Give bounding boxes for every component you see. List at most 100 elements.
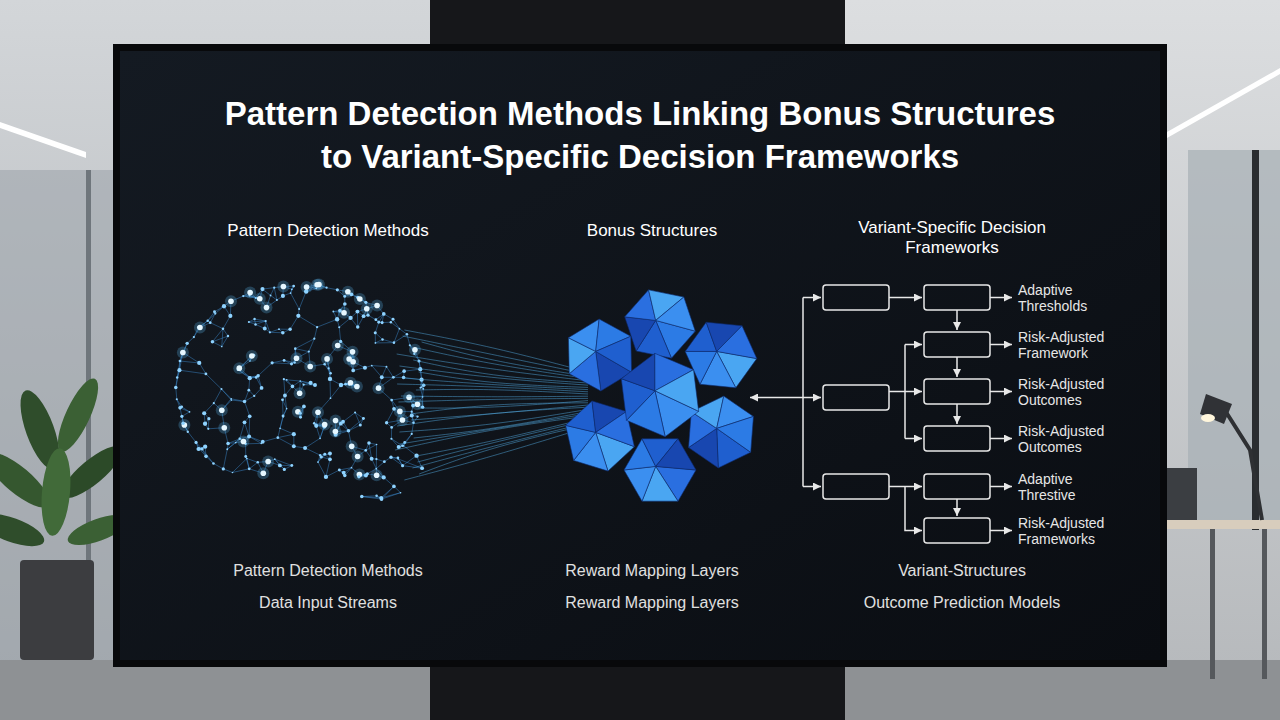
network-node <box>271 361 274 364</box>
network-link <box>327 288 338 290</box>
network-node <box>315 288 317 290</box>
polyhedron-facet <box>621 353 655 390</box>
network-node <box>374 318 377 321</box>
network-node <box>221 425 227 431</box>
network-link <box>369 443 372 459</box>
network-node <box>357 296 363 302</box>
network-node <box>200 447 203 450</box>
network-node <box>343 302 347 306</box>
brain-network <box>174 278 425 500</box>
network-node <box>413 353 415 355</box>
network-link <box>287 380 301 381</box>
network-link <box>282 400 284 416</box>
network-link <box>278 428 280 437</box>
column-heading: Pattern Detection Methods <box>198 221 458 241</box>
network-link <box>318 454 325 462</box>
network-node <box>328 451 332 455</box>
network-node <box>247 389 250 392</box>
network-node <box>341 310 347 316</box>
network-node <box>207 417 210 420</box>
network-node <box>247 290 253 296</box>
network-node <box>370 457 374 461</box>
flow-arrow <box>990 391 1012 393</box>
flow-arrow <box>889 391 922 393</box>
network-node <box>283 468 286 471</box>
network-link <box>272 363 291 364</box>
network-node <box>179 360 182 363</box>
network-node <box>196 447 200 451</box>
network-node <box>193 336 195 338</box>
network-node <box>401 464 404 467</box>
flow-arrow <box>905 344 922 346</box>
network-node <box>282 415 285 418</box>
network-node <box>298 308 300 310</box>
network-link <box>290 316 298 329</box>
network-link <box>223 316 230 329</box>
network-link <box>295 349 309 352</box>
node-glow <box>301 281 313 293</box>
network-node <box>385 421 388 424</box>
polyhedron-facet <box>717 326 757 359</box>
plant <box>50 374 106 457</box>
network-node <box>249 353 255 359</box>
node-glow <box>353 469 365 481</box>
stream-line <box>403 336 588 374</box>
network-link <box>403 456 417 466</box>
node-glow <box>233 362 245 374</box>
stream-line <box>403 378 588 390</box>
network-node <box>247 434 251 438</box>
network-node <box>371 365 373 367</box>
network-node <box>420 466 424 470</box>
network-node <box>303 446 307 450</box>
network-node <box>260 287 264 291</box>
flow-line <box>802 298 804 487</box>
network-node <box>283 359 286 362</box>
network-node <box>344 383 347 386</box>
flow-arrow <box>990 486 1012 488</box>
network-link <box>309 339 314 352</box>
network-node <box>248 467 251 470</box>
network-link <box>249 462 258 468</box>
network-node <box>355 454 361 460</box>
network-node <box>176 376 178 378</box>
polyhedron-facet <box>655 370 699 412</box>
stream-line <box>397 384 588 392</box>
network-link <box>362 497 382 500</box>
network-node <box>322 422 328 428</box>
network-link <box>249 436 263 441</box>
stream-line <box>416 418 588 456</box>
node-glow <box>178 419 190 431</box>
network-node <box>281 398 284 401</box>
network-node <box>264 305 270 311</box>
network-link <box>208 312 215 321</box>
network-node <box>202 411 206 415</box>
network-node <box>197 361 201 365</box>
network-node <box>180 350 186 356</box>
network-node <box>278 463 282 467</box>
network-node <box>248 376 250 378</box>
flow-arrow <box>750 397 821 399</box>
network-node <box>314 282 320 288</box>
network-node <box>189 411 191 413</box>
network-link <box>330 379 331 398</box>
node-glow <box>177 346 189 358</box>
node-glow <box>321 353 333 365</box>
network-node <box>397 409 403 415</box>
network-node <box>381 321 384 324</box>
flowchart <box>750 285 1012 543</box>
network-node <box>374 331 377 334</box>
polyhedron-facet <box>566 401 596 433</box>
network-node <box>228 314 232 318</box>
flow-box <box>924 518 990 543</box>
network-node <box>231 399 233 401</box>
network-node <box>382 312 386 316</box>
network-node <box>276 436 279 439</box>
stream-line <box>416 389 588 394</box>
network-node <box>392 407 396 411</box>
network-node <box>286 379 288 381</box>
network-node <box>390 321 392 323</box>
stream-line <box>400 414 588 444</box>
network-link <box>372 366 387 367</box>
lamp-head <box>1200 394 1232 424</box>
network-link <box>232 469 249 473</box>
